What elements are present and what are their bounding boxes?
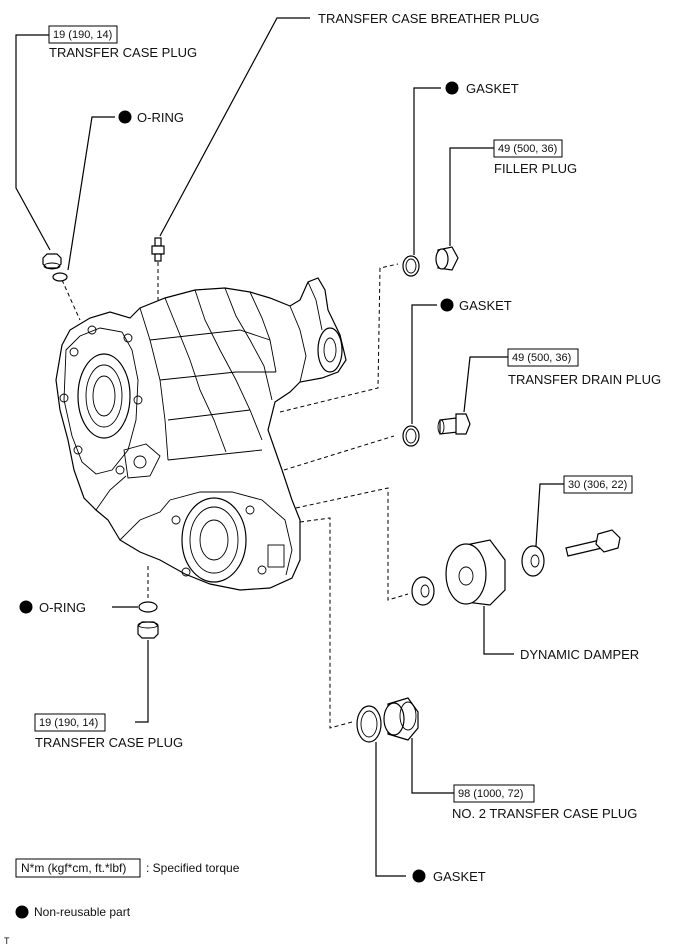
torque-box-filler-plug: 49 (500, 36) (493, 139, 563, 158)
svg-text:49 (500, 36): 49 (500, 36) (512, 352, 571, 364)
svg-text:30 (306, 22): 30 (306, 22) (568, 479, 627, 491)
legend-torque-units: N*m (kgf*cm, ft.*lbf) (21, 861, 126, 875)
drain-gasket-part (402, 425, 420, 447)
legend-nonreusable-desc: Non-reusable part (34, 905, 131, 919)
non-reusable-marker-gasket-bottom (412, 869, 426, 883)
label-transfer-case-plug-top: TRANSFER CASE PLUG (49, 45, 197, 60)
svg-text:98 (1000, 72): 98 (1000, 72) (458, 788, 523, 800)
transfer-case-plug-bottom-part (137, 621, 159, 639)
label-gasket-drain: GASKET (459, 298, 512, 313)
dynamic-damper-part (445, 539, 506, 606)
transfer-case-plug-top-part (42, 253, 62, 270)
no2-plug-part (383, 697, 419, 741)
non-reusable-marker-legend (15, 905, 29, 919)
torque-box-transfer-case-plug-top: 19 (190, 14) (48, 25, 118, 44)
legend: N*m (kgf*cm, ft.*lbf) : Specified torque… (15, 858, 240, 919)
non-reusable-marker-gasket-drain (440, 298, 454, 312)
filler-gasket-part (402, 255, 420, 277)
legend-torque-box (15, 858, 141, 878)
torque-box-no2-plug: 98 (1000, 72) (453, 784, 535, 803)
label-o-ring-top: O-RING (137, 110, 184, 125)
svg-text:19 (190, 14): 19 (190, 14) (39, 717, 98, 729)
filler-plug-part (435, 246, 459, 271)
gasket-bottom-part (356, 705, 382, 743)
o-ring-top-part (52, 272, 68, 282)
label-transfer-case-plug-bottom: TRANSFER CASE PLUG (35, 735, 183, 750)
corner-mark: T (4, 936, 10, 946)
non-reusable-marker-gasket-filler (445, 81, 459, 95)
part-labels: TRANSFER CASE PLUG O-RING TRANSFER CASE … (35, 11, 661, 884)
o-ring-bottom-part (138, 601, 158, 613)
drain-plug-part (437, 413, 471, 435)
legend-torque-desc: : Specified torque (146, 861, 240, 875)
label-no2-transfer-case-plug: NO. 2 TRANSFER CASE PLUG (452, 806, 637, 821)
damper-bolt-part (565, 529, 621, 557)
label-gasket-bottom: GASKET (433, 869, 486, 884)
label-gasket-filler: GASKET (466, 81, 519, 96)
torque-box-damper-bolt: 30 (306, 22) (563, 475, 633, 494)
transfer-case-body (55, 277, 347, 591)
non-reusable-markers (15, 81, 459, 919)
damper-washer-part (411, 576, 435, 606)
assembly-lines (61, 262, 409, 729)
breather-plug-part (151, 237, 165, 262)
non-reusable-marker-o-ring-bottom (19, 600, 33, 614)
damper-bolt-washer-part (521, 545, 545, 577)
leader-lines (15, 17, 564, 877)
svg-text:49 (500, 36): 49 (500, 36) (498, 143, 557, 155)
label-transfer-drain-plug: TRANSFER DRAIN PLUG (508, 372, 661, 387)
torque-box-drain-plug: 49 (500, 36) (507, 348, 579, 367)
torque-box-transfer-case-plug-bottom: 19 (190, 14) (34, 713, 106, 732)
svg-text:19 (190, 14): 19 (190, 14) (53, 29, 112, 41)
label-o-ring-bottom: O-RING (39, 600, 86, 615)
label-breather-plug: TRANSFER CASE BREATHER PLUG (318, 11, 540, 26)
non-reusable-marker-o-ring-top (118, 110, 132, 124)
label-dynamic-damper: DYNAMIC DAMPER (520, 647, 639, 662)
label-filler-plug: FILLER PLUG (494, 161, 577, 176)
